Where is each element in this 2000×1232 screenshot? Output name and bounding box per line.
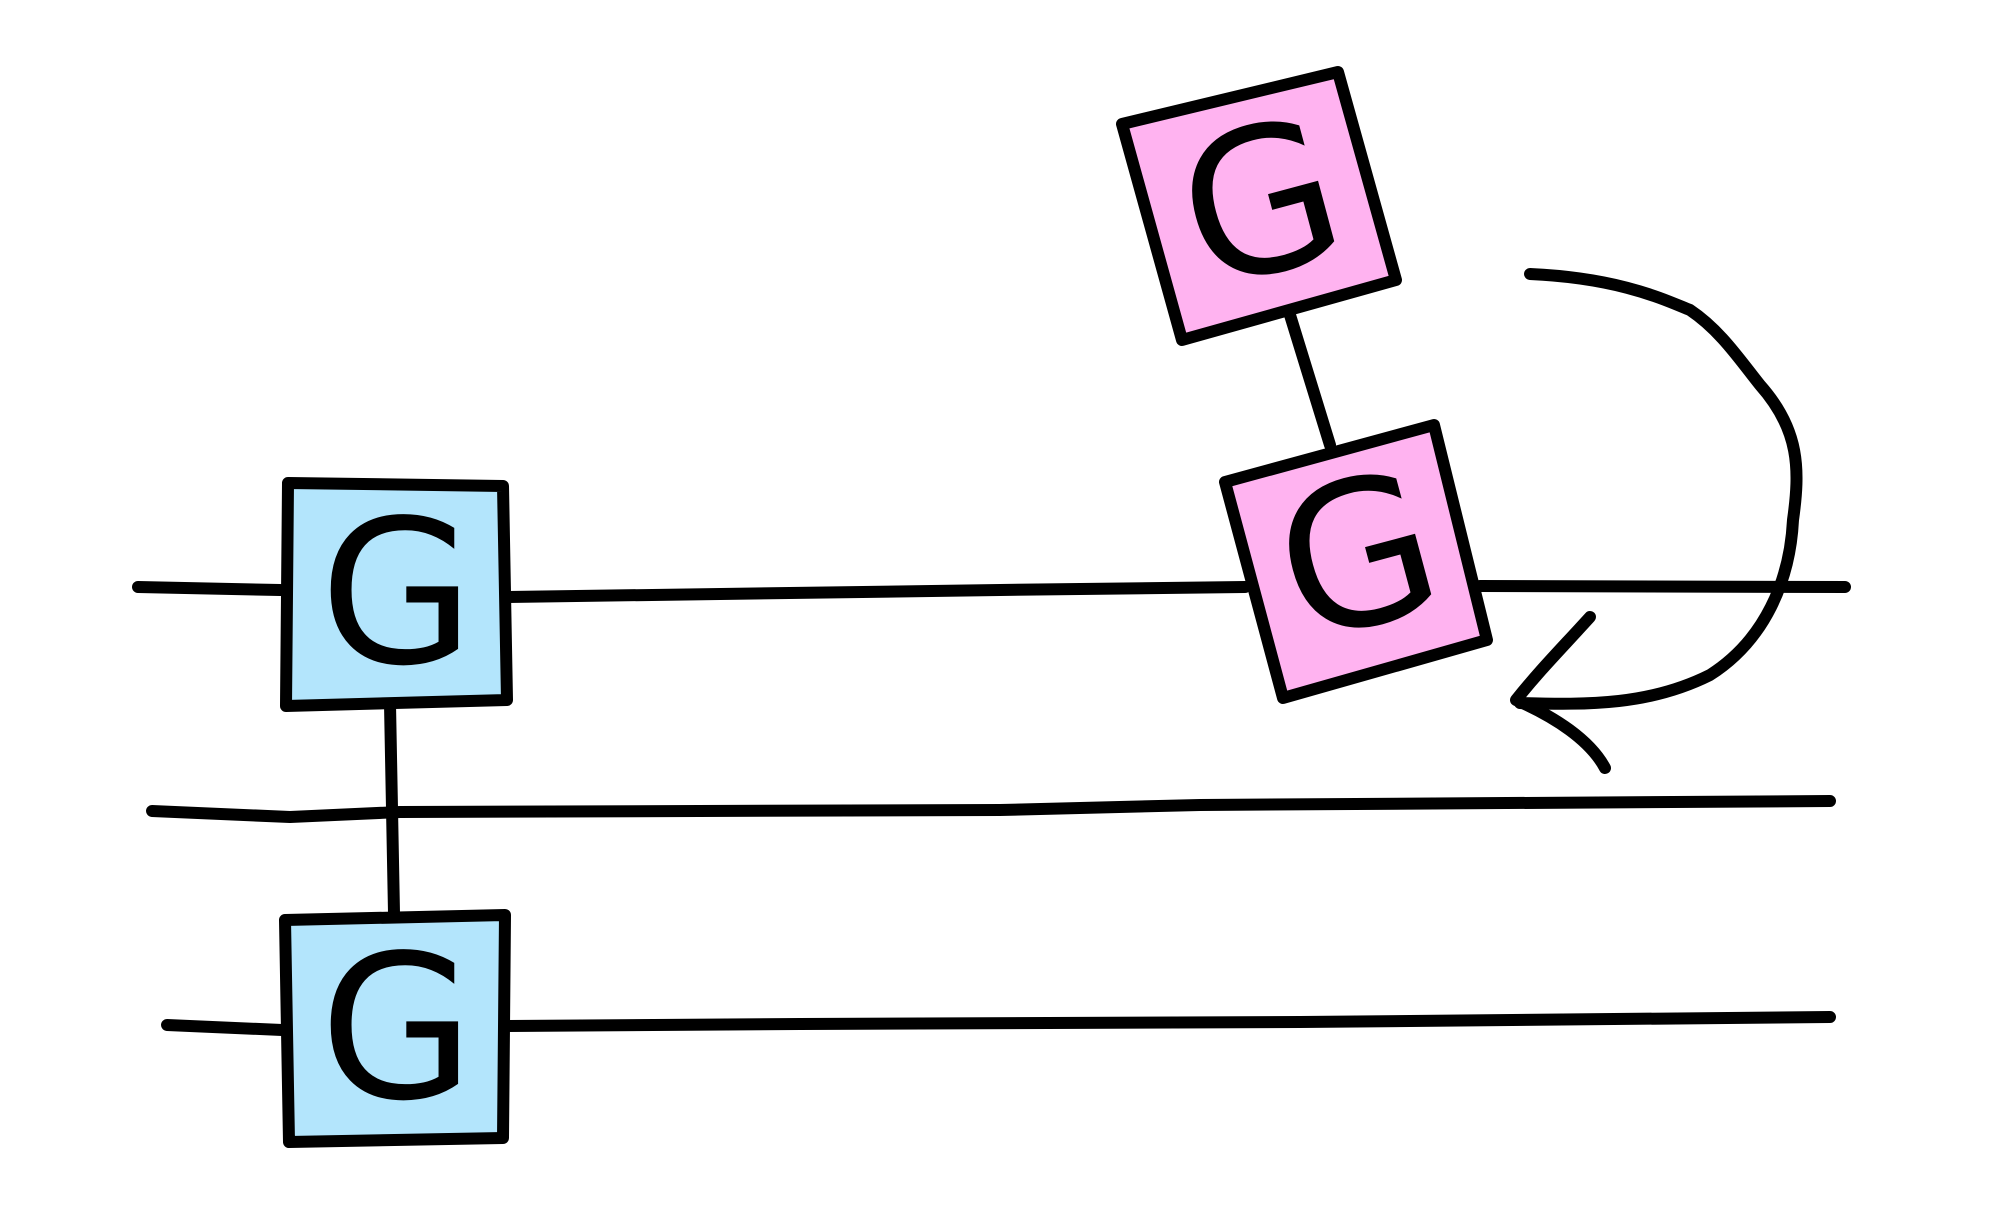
curved-arrow-shaft xyxy=(1514,268,1803,710)
moving-gate-bottom: G xyxy=(1219,419,1493,704)
curved-arrow-icon xyxy=(1510,268,1803,774)
fixed-gate-bottom-label: G xyxy=(320,913,475,1146)
fixed-gate-top-box xyxy=(280,477,513,712)
fixed-gate-top: G xyxy=(280,477,513,712)
moving-gate-top: G xyxy=(1116,66,1402,346)
fixed-gate-bottom-box xyxy=(279,909,511,1148)
fixed-gate-connector xyxy=(384,698,400,919)
moving-gate-top-box xyxy=(1116,66,1402,346)
fixed-gate-top-label: G xyxy=(320,478,475,711)
moving-gate-bottom-box xyxy=(1219,419,1493,704)
fixed-gate-bottom: G xyxy=(279,909,511,1148)
wire-middle xyxy=(146,795,1836,823)
curved-arrow-head xyxy=(1510,611,1611,774)
wire-bottom xyxy=(161,1011,1836,1036)
moving-gate-connector xyxy=(1284,309,1336,451)
